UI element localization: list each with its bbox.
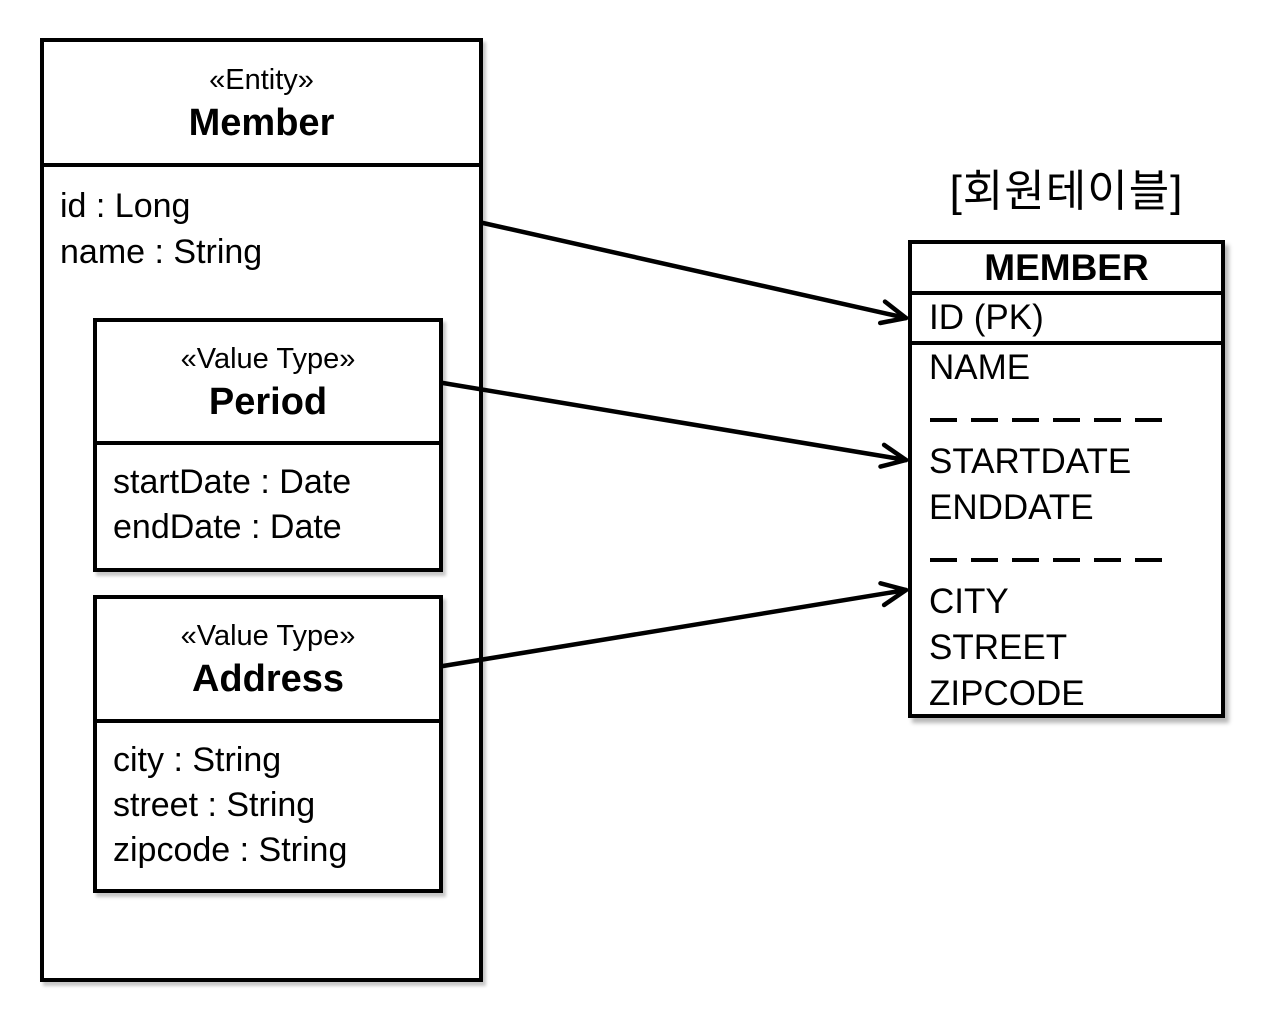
entity-member-header: «Entity» Member [44, 42, 479, 167]
period-stereotype: «Value Type» [180, 342, 356, 375]
period-attributes: startDate : Date endDate : Date [97, 445, 439, 550]
table-row-startdate: STARTDATE [929, 442, 1132, 481]
arrow-member-to-id-pk [480, 220, 909, 326]
entity-attributes: id : Long name : String [44, 167, 479, 275]
dashed-separator-1 [930, 418, 1173, 422]
dashed-separator-2 [930, 558, 1173, 562]
entity-attribute-id: id : Long [60, 187, 191, 225]
table-row-street: STREET [929, 628, 1068, 667]
db-table-member: MEMBER ID (PK) NAME STARTDATE ENDDATE CI… [908, 240, 1225, 718]
period-name: Period [208, 380, 328, 423]
address-stereotype: «Value Type» [180, 620, 356, 652]
address-attribute-street: street : String [113, 786, 316, 824]
db-table-header: MEMBER [912, 244, 1221, 295]
valuetype-address-box: «Value Type» Address city : String stree… [93, 595, 443, 893]
address-attributes: city : String street : String zipcode : … [97, 723, 439, 873]
address-attribute-zipcode: zipcode : String [113, 831, 348, 869]
db-table-inner: MEMBER ID (PK) NAME STARTDATE ENDDATE CI… [912, 244, 1221, 714]
valuetype-period-header: «Value Type» Period [97, 322, 439, 445]
table-row-id-pk: ID (PK) [912, 295, 1221, 345]
period-attribute-enddate: endDate : Date [113, 508, 342, 546]
address-name: Address [191, 658, 345, 700]
table-row-enddate: ENDDATE [929, 488, 1094, 527]
valuetype-period-box: «Value Type» Period startDate : Date end… [93, 318, 443, 572]
period-attribute-startdate: startDate : Date [113, 463, 352, 501]
table-caption: [회원테이블] [949, 167, 1184, 216]
entity-name: Member [188, 101, 335, 144]
arrow-address-to-city [440, 581, 909, 669]
entity-stereotype: «Entity» [209, 63, 314, 96]
address-attribute-city: city : String [113, 741, 282, 779]
arrow-period-to-startdate [440, 380, 909, 469]
table-row-city: CITY [929, 582, 1009, 621]
table-row-zipcode: ZIPCODE [929, 674, 1085, 713]
table-row-name: NAME [929, 348, 1031, 387]
entity-attribute-name: name : String [60, 233, 263, 271]
valuetype-address-header: «Value Type» Address [97, 599, 439, 723]
